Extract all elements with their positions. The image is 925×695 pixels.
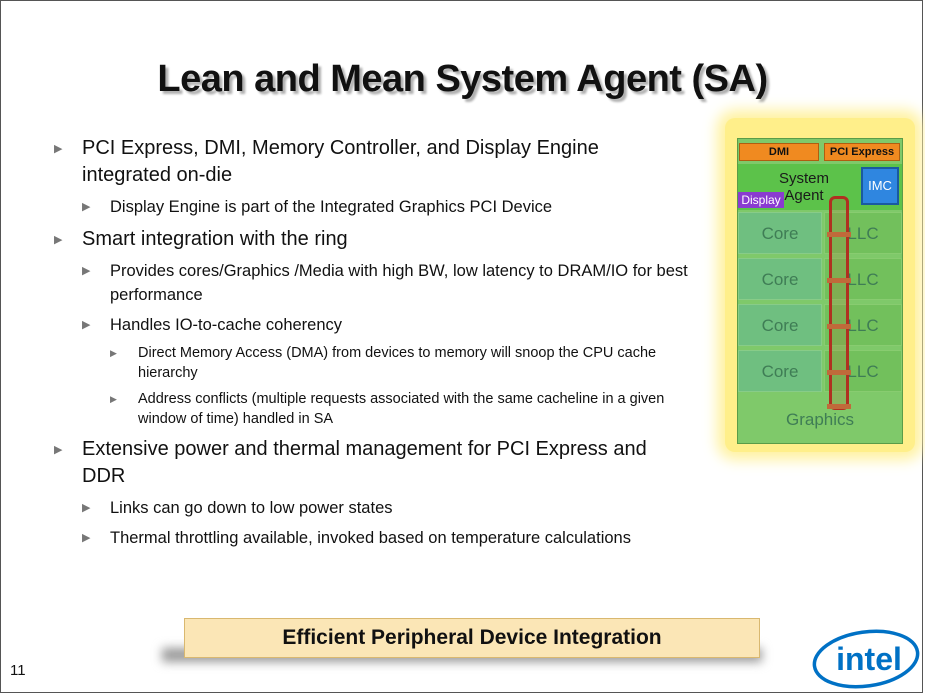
bullet-arrow-icon: ▶ — [54, 143, 63, 155]
bullet-item: ▶Handles IO-to-cache coherency — [52, 313, 692, 337]
bullet-list: ▶PCI Express, DMI, Memory Controller, an… — [52, 128, 692, 550]
core-block: Core — [738, 350, 822, 392]
core-block: Core — [738, 304, 822, 346]
bullet-item: ▶Links can go down to low power states — [52, 496, 692, 520]
bullet-item: ▶Provides cores/Graphics /Media with hig… — [52, 259, 692, 307]
core-block: Core — [738, 212, 822, 254]
graphics-block: Graphics — [785, 410, 855, 429]
bullet-arrow-icon: ▶ — [110, 394, 117, 404]
bullet-arrow-icon: ▶ — [54, 444, 63, 456]
ring-stop — [827, 370, 851, 375]
bullet-arrow-icon: ▶ — [82, 502, 91, 514]
bullet-item: ▶Smart integration with the ring — [52, 226, 692, 253]
ring-stop — [827, 232, 851, 237]
ring-stop — [827, 278, 851, 283]
page-number: 11 — [10, 662, 26, 679]
bullet-arrow-icon: ▶ — [82, 265, 91, 277]
display-block: Display — [738, 192, 784, 208]
bullet-arrow-icon: ▶ — [82, 532, 91, 544]
core-slice-row: Core LLC — [738, 258, 902, 302]
bullet-arrow-icon: ▶ — [54, 234, 63, 246]
imc-block: IMC — [861, 167, 899, 205]
ring-interconnect — [829, 196, 849, 410]
summary-banner: Efficient Peripheral Device Integration — [184, 618, 760, 658]
system-agent-label: System Agent — [778, 170, 829, 204]
ring-stop — [827, 404, 851, 409]
bullet-item: ▶Thermal throttling available, invoked b… — [52, 526, 692, 550]
bullet-item: ▶Direct Memory Access (DMA) from devices… — [110, 345, 657, 381]
core-block: Core — [738, 258, 822, 300]
bullet-item: ▶Extensive power and thermal management … — [54, 438, 647, 487]
ring-stop — [827, 324, 851, 329]
dmi-block: DMI — [739, 143, 819, 161]
bullet-arrow-icon: ▶ — [110, 348, 117, 358]
bullet-item: ▶Display Engine is part of the Integrate… — [52, 195, 692, 219]
core-slice-row: Core LLC — [738, 212, 902, 256]
slide-title: Lean and Mean System Agent (SA) — [157, 58, 768, 100]
core-slice-row: Core LLC — [738, 350, 902, 394]
core-slice-row: Core LLC — [738, 304, 902, 348]
bullet-item: ▶Address conflicts (multiple requests as… — [110, 391, 665, 427]
bullet-arrow-icon: ▶ — [82, 319, 91, 331]
bullet-item: ▶PCI Express, DMI, Memory Controller, an… — [54, 137, 599, 186]
intel-logo: intel — [812, 629, 920, 689]
bullet-arrow-icon: ▶ — [82, 201, 91, 213]
svg-text:intel: intel — [836, 641, 902, 677]
pci-express-block: PCI Express — [824, 143, 900, 161]
